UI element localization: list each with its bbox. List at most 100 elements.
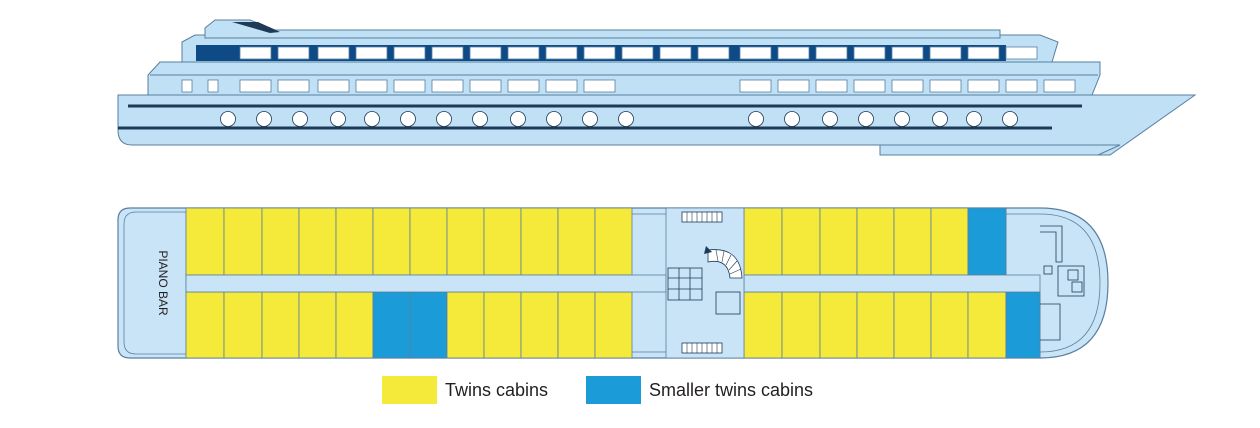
side-window — [277, 79, 310, 93]
cabin — [223, 207, 263, 276]
cabin — [967, 207, 1007, 276]
cabin — [856, 207, 895, 276]
deck-inner-outline — [186, 213, 1101, 353]
lobby-square — [715, 291, 741, 315]
bow-detail — [880, 144, 1121, 156]
cabin — [483, 291, 522, 359]
side-window — [507, 79, 540, 93]
side-window — [239, 46, 272, 60]
spiral-staircase — [704, 246, 743, 279]
elevator-grid — [667, 267, 703, 301]
porthole — [618, 111, 634, 127]
legend-swatch-smaller-twins — [586, 376, 641, 404]
side-window — [815, 46, 848, 60]
porthole — [292, 111, 308, 127]
side-window — [853, 46, 886, 60]
side-window — [277, 46, 310, 60]
cabin — [446, 207, 485, 276]
cabin — [223, 291, 263, 359]
porthole — [510, 111, 526, 127]
sun-deck — [204, 19, 1001, 39]
corridor-fore — [743, 274, 1041, 293]
side-window — [777, 46, 810, 60]
side-window — [583, 79, 616, 93]
cabin — [1005, 291, 1041, 359]
legend-label-twins: Twins cabins — [445, 379, 549, 400]
cabin — [557, 291, 596, 359]
hull — [117, 94, 1197, 156]
porthole — [436, 111, 452, 127]
side-window — [393, 46, 426, 60]
legend-smaller-twins: Smaller twins cabins — [586, 375, 813, 405]
cabin — [409, 207, 448, 276]
side-window — [621, 46, 654, 60]
side-window — [739, 46, 772, 60]
side-window — [967, 79, 1000, 93]
piano-bar-label: PIANO BAR — [156, 250, 170, 316]
cabin — [298, 207, 337, 276]
cabin — [446, 291, 485, 359]
bow-fixtures — [1040, 225, 1085, 341]
side-window — [355, 79, 388, 93]
porthole — [748, 111, 764, 127]
lobby — [665, 207, 745, 359]
side-window — [469, 46, 502, 60]
legend-twins: Twins cabins — [382, 375, 548, 405]
side-window — [545, 79, 578, 93]
cabin — [819, 291, 858, 359]
porthole — [894, 111, 910, 127]
cabin — [930, 291, 969, 359]
side-window — [929, 46, 962, 60]
porthole — [364, 111, 380, 127]
side-window — [355, 46, 388, 60]
side-window — [545, 46, 578, 60]
side-window — [1043, 79, 1076, 93]
side-window — [431, 79, 464, 93]
side-window — [739, 79, 772, 93]
portholes — [220, 111, 1018, 127]
cabin — [261, 291, 300, 359]
side-window — [929, 79, 962, 93]
cabin — [335, 207, 374, 276]
side-window — [393, 79, 426, 93]
side-window — [431, 46, 464, 60]
porthole — [256, 111, 272, 127]
porthole — [932, 111, 948, 127]
cabin — [372, 291, 411, 359]
side-window — [697, 46, 730, 60]
cabin — [298, 291, 337, 359]
cabin — [819, 207, 858, 276]
side-window — [853, 79, 886, 93]
cabin — [520, 291, 559, 359]
porthole — [966, 111, 982, 127]
stairs-upper — [681, 211, 723, 223]
cabin — [520, 207, 559, 276]
cabin — [893, 207, 932, 276]
legend-label-smaller-twins: Smaller twins cabins — [649, 379, 814, 400]
porthole — [472, 111, 488, 127]
cabin — [967, 291, 1007, 359]
side-window — [239, 79, 272, 93]
side-window — [777, 79, 810, 93]
porthole — [858, 111, 874, 127]
funnel-stripe — [232, 22, 280, 33]
side-window — [967, 46, 1000, 60]
cabin — [335, 291, 374, 359]
porthole — [400, 111, 416, 127]
cabin — [743, 291, 783, 359]
cabin — [594, 291, 633, 359]
side-window — [207, 79, 219, 93]
cabin — [893, 291, 932, 359]
cabin — [185, 207, 225, 276]
legend-swatch-twins — [382, 376, 437, 404]
porthole — [582, 111, 598, 127]
stairs-lower — [681, 342, 723, 354]
side-window — [583, 46, 616, 60]
cabin — [781, 291, 821, 359]
side-window — [317, 79, 350, 93]
cabins — [185, 207, 1041, 359]
cabin — [743, 207, 783, 276]
porthole — [220, 111, 236, 127]
side-window — [1005, 46, 1038, 60]
cabin — [781, 207, 821, 276]
